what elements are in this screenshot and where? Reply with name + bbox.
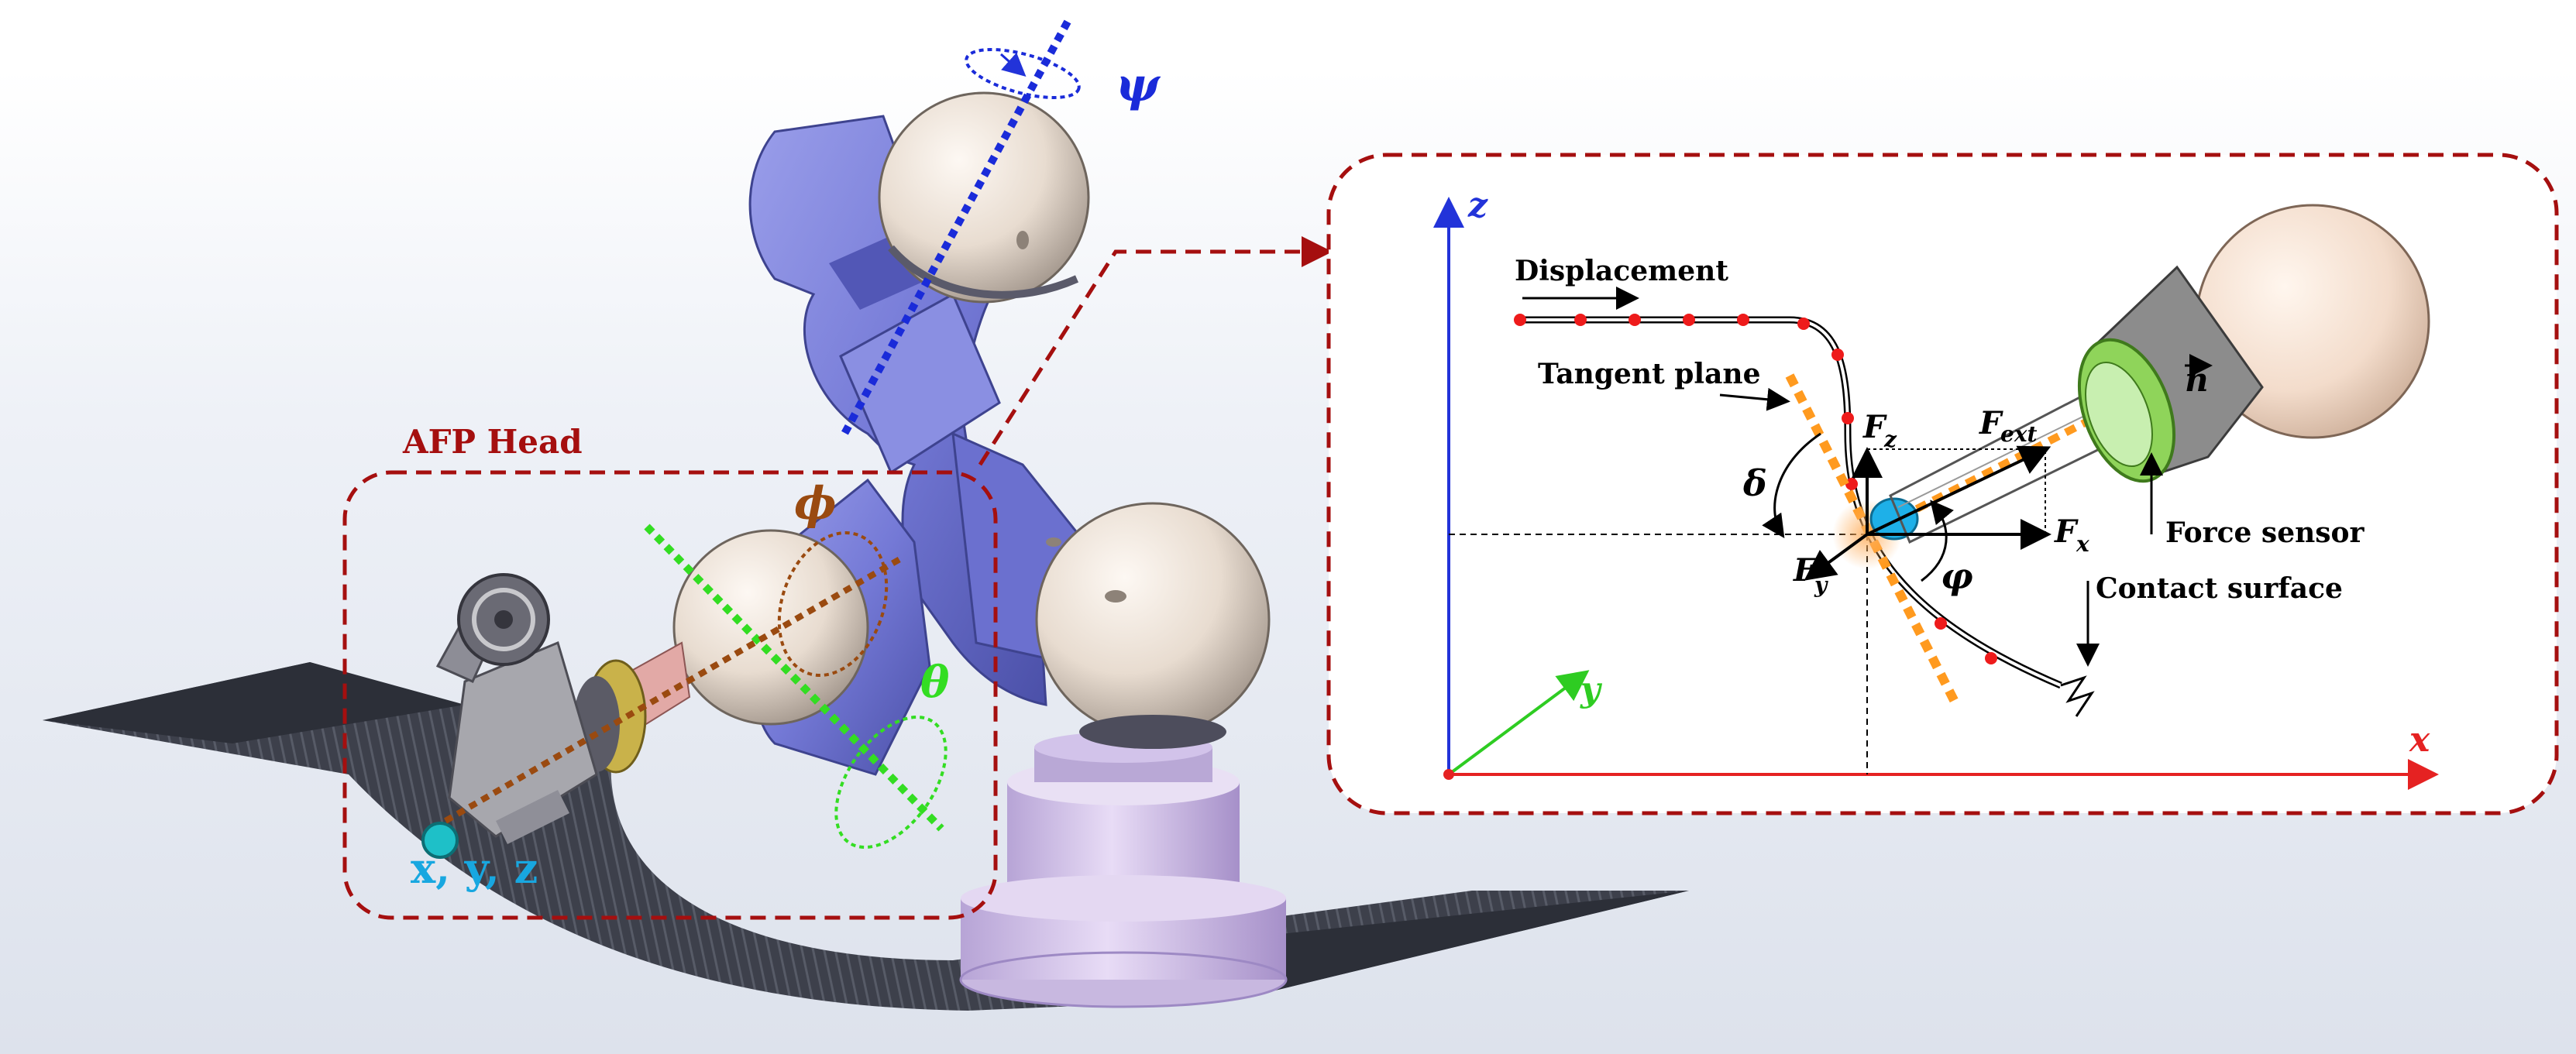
y-axis-label: y xyxy=(1580,670,1603,709)
tool-coordinates-label: x, y, z xyxy=(411,843,538,893)
inset-connector xyxy=(978,236,1333,466)
svg-text:ext: ext xyxy=(2000,421,2038,447)
inset-panel: z y x xyxy=(1326,153,2559,815)
y-axis xyxy=(1447,670,1590,776)
afp-head-frame xyxy=(342,470,998,920)
delta-symbol: δ xyxy=(1742,462,1767,504)
elbow-joint-sphere xyxy=(1035,502,1271,737)
displacement-label: Displacement xyxy=(1515,255,1728,287)
top-joint-sphere xyxy=(878,91,1090,304)
fext-arrow xyxy=(1866,445,2052,536)
psi-axis xyxy=(841,19,1081,436)
tangent-plane-line xyxy=(1785,373,1961,707)
contact-surface-label: Contact surface xyxy=(2096,572,2343,605)
x-axis-label: x xyxy=(2409,720,2430,760)
svg-text:F: F xyxy=(1862,409,1887,445)
svg-text:F: F xyxy=(1793,552,1818,589)
displacement-path-points xyxy=(1514,314,1997,664)
theta-symbol: θ xyxy=(920,657,950,708)
fy-label: F y xyxy=(1793,552,1828,598)
phi-symbol: ϕ xyxy=(794,477,837,530)
normal-vector-label: n xyxy=(2185,354,2213,399)
afp-head-label: AFP Head xyxy=(402,423,583,461)
varphi-symbol: φ xyxy=(1941,555,1973,597)
z-axis-label: z xyxy=(1467,186,1488,225)
force-sensor-label: Force sensor xyxy=(2165,517,2365,549)
psi-symbol: ψ xyxy=(1116,58,1161,112)
fz-label: F z xyxy=(1862,409,1897,452)
svg-text:F: F xyxy=(2054,513,2079,550)
phi-axis xyxy=(444,531,904,824)
robot-base xyxy=(959,732,1288,1008)
svg-text:x: x xyxy=(2076,531,2089,557)
compaction-roller xyxy=(421,822,459,859)
contact-roller xyxy=(1869,497,1919,541)
fext-label: F ext xyxy=(1979,405,2038,447)
afp-head-tool xyxy=(421,573,691,859)
svg-text:y: y xyxy=(1814,572,1828,598)
fx-label: F x xyxy=(2054,513,2089,557)
joint-spheres xyxy=(672,91,1271,749)
svg-text:z: z xyxy=(1883,427,1897,452)
theta-axis xyxy=(644,524,948,849)
tangent-plane-label: Tangent plane xyxy=(1538,358,1761,390)
fy-arrow xyxy=(1804,533,1869,581)
svg-text:F: F xyxy=(1979,405,2003,441)
wrist-joint-sphere xyxy=(672,529,869,726)
